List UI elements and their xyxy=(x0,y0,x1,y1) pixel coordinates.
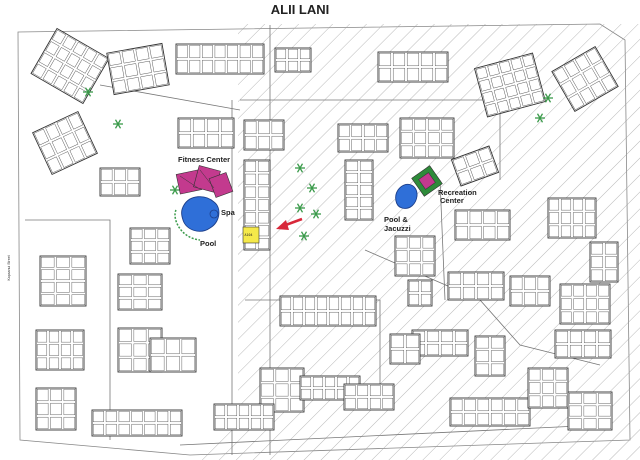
highlighted-unit-label: A104 xyxy=(245,233,253,237)
palm-tree-icon xyxy=(170,185,180,195)
building[interactable] xyxy=(527,367,569,409)
building[interactable] xyxy=(449,397,531,427)
building[interactable] xyxy=(274,47,312,73)
building[interactable] xyxy=(474,335,506,377)
building[interactable] xyxy=(559,283,611,325)
building[interactable] xyxy=(213,403,275,431)
building[interactable] xyxy=(447,271,505,301)
building[interactable] xyxy=(343,383,395,411)
building[interactable] xyxy=(177,117,235,149)
building[interactable] xyxy=(554,329,612,359)
building[interactable] xyxy=(389,333,421,365)
building[interactable] xyxy=(337,123,389,153)
building[interactable] xyxy=(243,119,285,151)
pool-label: Pool xyxy=(200,239,216,248)
palm-tree-icon xyxy=(295,163,305,173)
highlighted-unit[interactable]: A104 xyxy=(242,226,260,244)
building[interactable] xyxy=(399,117,455,159)
building[interactable] xyxy=(117,273,163,311)
palm-tree-icon xyxy=(295,203,305,213)
palm-tree-icon xyxy=(535,113,545,123)
palm-tree-icon xyxy=(83,87,93,97)
building[interactable] xyxy=(30,27,110,105)
building[interactable] xyxy=(106,42,170,96)
building[interactable] xyxy=(149,337,197,373)
building[interactable] xyxy=(35,387,77,431)
fitness-center-label: Fitness Center xyxy=(178,155,230,164)
building[interactable] xyxy=(39,255,87,307)
building[interactable] xyxy=(567,391,613,431)
building[interactable] xyxy=(129,227,171,265)
pool-jacuzzi-label-line2: Jacuzzi xyxy=(384,224,411,233)
building[interactable] xyxy=(547,197,597,239)
buildings-layer xyxy=(30,27,619,437)
building[interactable] xyxy=(509,275,551,307)
palm-tree-icon xyxy=(299,231,309,241)
building[interactable] xyxy=(377,51,449,83)
pool-jacuzzi-label-line1: Pool & xyxy=(384,215,408,224)
building[interactable] xyxy=(91,409,183,437)
red-arrow-icon xyxy=(276,217,303,230)
palm-tree-icon xyxy=(543,93,553,103)
road-label: Kapaanui Street xyxy=(7,255,11,280)
recreation-center-building xyxy=(411,165,443,197)
right-pool xyxy=(395,183,418,209)
left-pool xyxy=(174,196,220,241)
building[interactable] xyxy=(454,209,511,241)
palm-trees-layer xyxy=(83,87,553,241)
building[interactable] xyxy=(589,241,619,283)
palm-tree-icon xyxy=(307,183,317,193)
fitness-center-building xyxy=(175,165,234,198)
building[interactable] xyxy=(99,167,141,197)
recreation-center-label-line2: Center xyxy=(440,196,464,205)
palm-tree-icon xyxy=(311,209,321,219)
recreation-center-label-line1: Recreation xyxy=(438,188,477,197)
building[interactable] xyxy=(279,295,377,327)
spa-label: Spa xyxy=(221,208,236,217)
building[interactable] xyxy=(35,329,85,371)
building[interactable] xyxy=(450,145,500,187)
building[interactable] xyxy=(474,52,546,118)
palm-tree-icon xyxy=(113,119,123,129)
building[interactable] xyxy=(394,235,436,277)
building[interactable] xyxy=(407,279,433,307)
building[interactable] xyxy=(175,43,265,75)
building[interactable] xyxy=(551,45,619,113)
building[interactable] xyxy=(32,110,98,176)
map-title: ALII LANI xyxy=(271,2,330,17)
building[interactable] xyxy=(344,159,374,221)
